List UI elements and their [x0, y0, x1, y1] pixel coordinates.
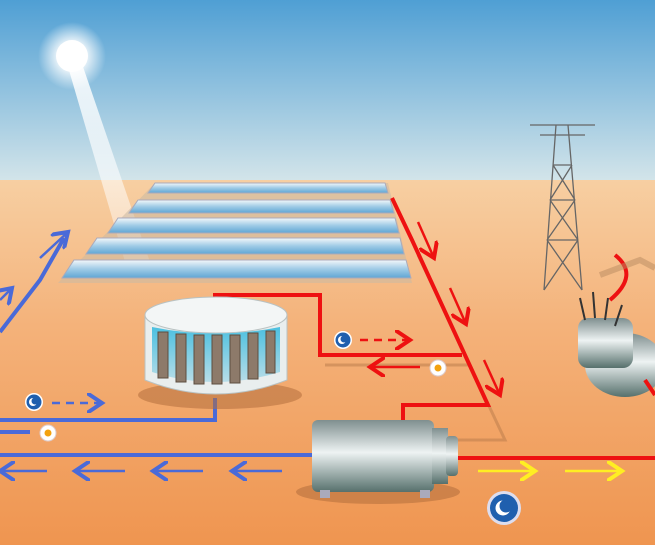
transformer	[578, 291, 655, 397]
sun-badge-icon	[39, 424, 57, 442]
transmission-tower	[530, 124, 655, 291]
trough-row	[147, 182, 389, 194]
steam-turbine-generator	[296, 420, 460, 504]
sun-icon	[56, 40, 88, 72]
hot-flow-arrows	[360, 221, 500, 395]
trough-row	[128, 199, 395, 214]
parabolic-trough-field	[58, 182, 412, 283]
thermal-storage-tank	[138, 296, 302, 409]
trough-row	[61, 259, 412, 279]
sun-badge-icon	[429, 359, 447, 377]
trough-row	[107, 217, 400, 234]
moon-icon	[334, 331, 352, 349]
trough-row	[85, 237, 405, 255]
moon-icon	[25, 393, 43, 411]
cold-flow-arrows	[0, 232, 282, 471]
moon-icon	[487, 491, 521, 525]
